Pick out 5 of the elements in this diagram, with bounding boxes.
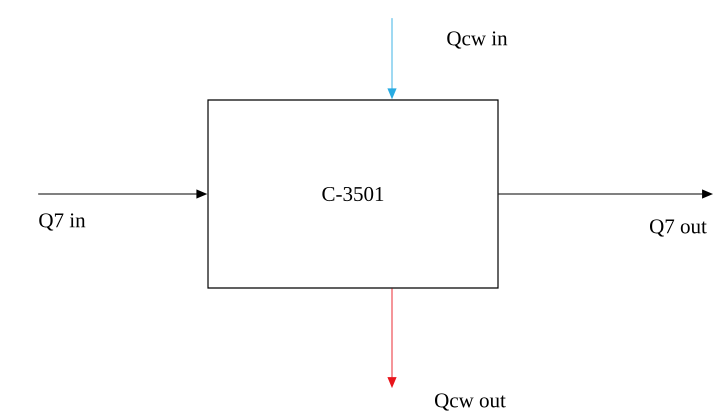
stream-label: Q7 out [650,219,707,237]
stream-label: Q7 in [39,213,86,231]
stream-label: Qcw in [447,31,508,49]
stream-label: Qcw out [435,393,506,411]
process-box: C-3501 [207,99,499,289]
